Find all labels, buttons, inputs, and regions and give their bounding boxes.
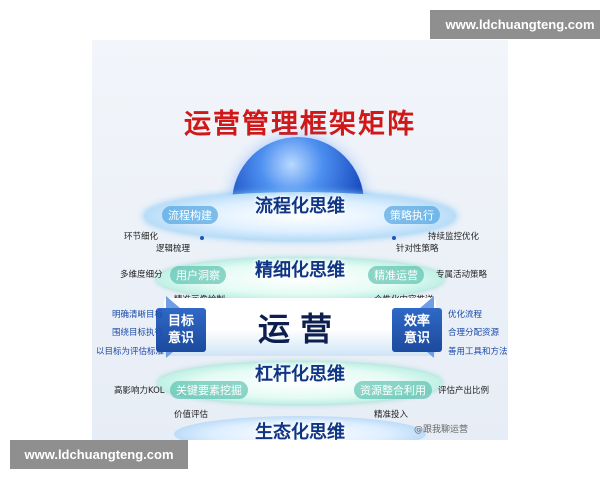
layer2-heading: 精细化思维 <box>255 260 345 281</box>
watermark-top: www.ldchuangteng.com <box>430 10 600 39</box>
right-side-note-3: 善用工具和方法 <box>448 347 508 357</box>
layer3-right-note-1: 评估产出比例 <box>438 386 490 396</box>
efficiency-box-line1: 效率 <box>403 314 430 329</box>
core-operations-label: 运营 <box>257 310 342 348</box>
layer1-left-note-1: 环节细化 <box>124 232 159 242</box>
layer3-left-note-1: 高影响力KOL <box>114 386 165 396</box>
layer3-left-pill: 关键要素挖掘 <box>170 381 248 399</box>
framework-diagram: 运营管理框架矩阵 流程化思维 流程构建 策略执行 环节细化 逻辑梳理 持续监控优… <box>92 40 508 440</box>
layer1-right-note-1: 持续监控优化 <box>428 232 480 242</box>
layer1-left-pill: 流程构建 <box>162 206 218 224</box>
goal-box-line2: 意识 <box>167 331 194 346</box>
layer1-right-pill: 策略执行 <box>384 206 440 224</box>
layer2-left-pill: 用户洞察 <box>170 266 226 284</box>
author-credit: @跟我聊运营 <box>414 425 469 435</box>
layer2-right-note-1: 专属活动策略 <box>436 270 488 280</box>
layer1-left-note-2: 逻辑梳理 <box>156 244 191 254</box>
left-side-note-1: 明确清晰目标 <box>112 310 164 320</box>
layer4-disc <box>174 416 426 440</box>
layer3-left-note-2: 价值评估 <box>174 410 209 420</box>
layer2-left-note-1: 多维度细分 <box>120 270 163 280</box>
left-side-note-3: 以目标为评估标准 <box>96 347 165 357</box>
layer1-heading: 流程化思维 <box>255 196 345 217</box>
layer3-right-note-2: 精准投入 <box>374 410 409 420</box>
left-side-note-2: 围绕目标执行 <box>112 328 164 338</box>
core-band <box>164 298 436 356</box>
connector-dot <box>200 236 204 240</box>
goal-awareness-box: 目标 意识 <box>156 308 206 352</box>
right-side-note-1: 优化流程 <box>448 310 483 320</box>
layer3-right-pill: 资源整合利用 <box>354 381 432 399</box>
diagram-title: 运营管理框架矩阵 <box>184 109 416 140</box>
efficiency-awareness-box: 效率 意识 <box>392 308 442 352</box>
layer4-heading: 生态化思维 <box>255 422 345 440</box>
watermark-bottom: www.ldchuangteng.com <box>10 440 188 469</box>
efficiency-box-line2: 意识 <box>403 331 430 346</box>
layer3-heading: 杠杆化思维 <box>255 364 345 385</box>
layer2-right-pill: 精准运营 <box>368 266 424 284</box>
right-side-note-2: 合理分配资源 <box>448 328 500 338</box>
goal-box-line1: 目标 <box>167 314 194 329</box>
connector-dot <box>392 236 396 240</box>
layer1-right-note-2: 针对性策略 <box>396 244 439 254</box>
